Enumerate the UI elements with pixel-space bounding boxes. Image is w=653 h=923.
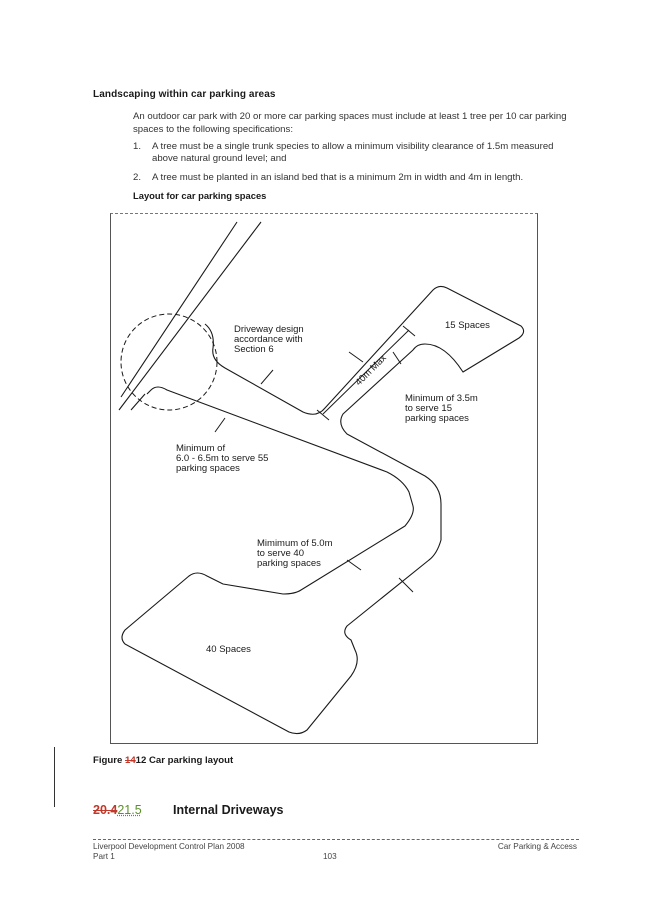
footer-left: Liverpool Development Control Plan 2008 … xyxy=(93,842,245,862)
label-min-5-0m: parking spaces xyxy=(257,558,321,569)
intro-paragraph: An outdoor car park with 20 or more car … xyxy=(133,111,567,135)
footer-page-number: 103 xyxy=(323,852,337,861)
section-number-heading: 20.421.5 Internal Driveways xyxy=(93,803,283,817)
label-min-6-0m: 6.0 - 6.5m to serve 55 xyxy=(176,453,268,464)
section-title: Internal Driveways xyxy=(173,803,284,817)
street-edge-line xyxy=(120,221,238,398)
list-item-number: 1. xyxy=(133,141,142,152)
parking-layout-diagram: 15 Spaces 40 Spaces Driveway design acco… xyxy=(118,221,525,735)
label-driveway-design: Section 6 xyxy=(234,344,274,355)
label-min-3-5m: Minimum of 3.5m xyxy=(405,393,478,404)
footer-part: Part 1 xyxy=(93,852,115,861)
list-item-number: 2. xyxy=(133,172,142,183)
label-15-spaces: 15 Spaces xyxy=(445,320,490,331)
footer-right: Car Parking & Access xyxy=(497,842,577,851)
figure-caption: Figure 1412 Car parking layout xyxy=(93,755,233,766)
caption-inserted-number: 12 xyxy=(135,755,147,766)
layout-subheading: Layout for car parking spaces xyxy=(133,190,267,201)
caption-deleted-number: 14 xyxy=(124,755,136,766)
label-40-spaces: 40 Spaces xyxy=(206,644,251,655)
dimension-line xyxy=(322,329,410,415)
label-min-5-0m: to serve 40 xyxy=(257,548,304,559)
label-min-3-5m: parking spaces xyxy=(405,413,469,424)
turning-circle xyxy=(120,313,218,411)
driveway-outline xyxy=(121,285,525,735)
section-inserted-number: 21.5 xyxy=(117,803,142,817)
car-parking-layout-figure: 15 Spaces 40 Spaces Driveway design acco… xyxy=(110,213,538,744)
street-edge-line xyxy=(118,221,262,411)
list-item-text: A tree must be planted in an island bed … xyxy=(152,172,524,183)
arrow-line xyxy=(260,369,274,385)
arrow-line xyxy=(398,577,414,593)
footer-document-title: Liverpool Development Control Plan 2008 xyxy=(93,842,245,851)
caption-prefix: Figure xyxy=(93,755,125,766)
label-min-6-0m: parking spaces xyxy=(176,463,240,474)
label-min-6-0m: Minimum of xyxy=(176,443,225,454)
caption-title: Car parking layout xyxy=(146,755,234,766)
section-heading: Landscaping within car parking areas xyxy=(93,89,276,100)
list-item-text: A tree must be a single trunk species to… xyxy=(152,141,554,164)
section-deleted-number: 20.4 xyxy=(93,803,118,817)
label-driveway-design: accordance with xyxy=(234,334,303,345)
label-min-3-5m: to serve 15 xyxy=(405,403,452,414)
change-bar xyxy=(54,747,55,807)
footer-divider xyxy=(93,839,579,840)
arrow-line xyxy=(346,559,362,571)
street-edge-line xyxy=(130,393,146,411)
arrow-line xyxy=(348,351,364,363)
arrow-line xyxy=(392,351,402,365)
label-driveway-design: Driveway design xyxy=(234,324,304,335)
arrow-line xyxy=(214,417,226,433)
label-min-5-0m: Mimimum of 5.0m xyxy=(257,538,333,549)
